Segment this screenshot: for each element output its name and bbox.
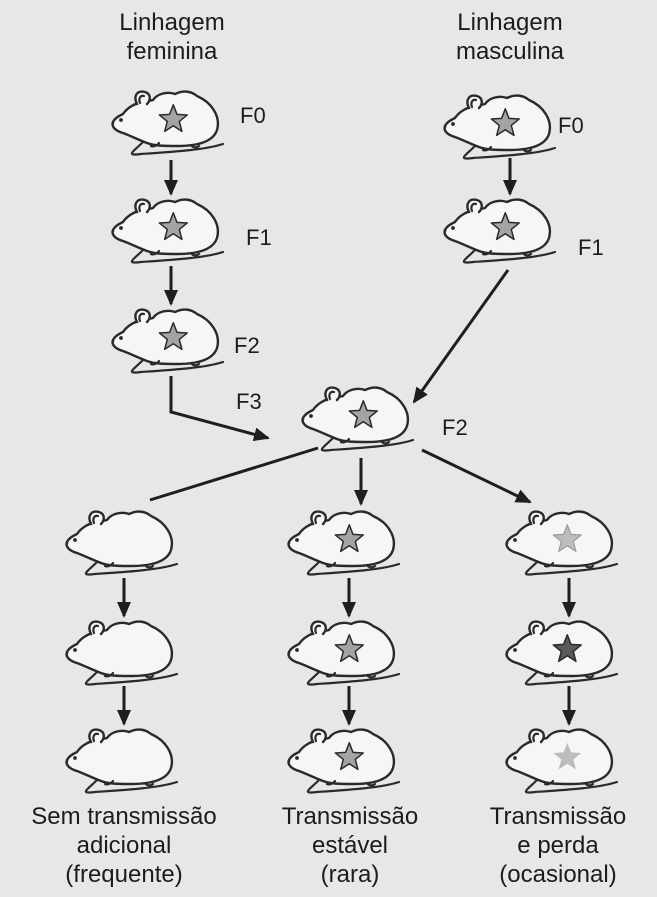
- star-icon: [158, 104, 189, 133]
- star-icon: [334, 634, 365, 663]
- mouse-loss-2: [504, 620, 619, 686]
- star-icon: [334, 524, 365, 553]
- outcome-stable-transmission: Transmissão estável (rara): [262, 802, 438, 889]
- mouse-stable-2: [286, 620, 401, 686]
- outcome-transmission-and-loss: Transmissão e perda (ocasional): [464, 802, 652, 889]
- female-f2-label: F2: [234, 333, 260, 358]
- male-lineage-line-1: Linhagem: [457, 9, 563, 36]
- mouse-no-transmission-2: [64, 620, 179, 686]
- star-icon: [552, 524, 582, 552]
- star-icon: [158, 322, 189, 351]
- outcome-loss-line-2: e perda: [517, 832, 599, 859]
- mouse-icon: [64, 728, 179, 794]
- mouse-loss-1: [504, 510, 619, 576]
- female-lineage-title: Linhagem feminina: [92, 8, 252, 66]
- mouse-male-f0: [442, 94, 557, 160]
- mouse-no-transmission-1: [64, 510, 179, 576]
- star-icon: [553, 742, 582, 770]
- line-offspring-no-transmission: [149, 446, 319, 502]
- female-f0-label: F0: [240, 103, 266, 128]
- female-lineage-line-1: Linhagem: [119, 9, 225, 36]
- arrow-offspring-loss: [421, 448, 532, 504]
- offspring-f2-label: F2: [442, 415, 468, 440]
- star-icon: [490, 212, 521, 241]
- outcome-no-transmission: Sem transmissão adicional (frequente): [6, 802, 242, 889]
- male-lineage-line-2: masculina: [455, 38, 565, 65]
- mouse-offspring-f2: [300, 386, 415, 452]
- mouse-female-f0: [110, 90, 225, 156]
- arrows-group: [117, 158, 576, 726]
- mouse-female-f2: [110, 308, 225, 374]
- mouse-loss-3: [504, 728, 619, 794]
- outcome-loss-line-3: (ocasional): [499, 861, 617, 888]
- male-f1-label: F1: [578, 235, 604, 260]
- mouse-no-transmission-3: [64, 728, 179, 794]
- star-icon: [490, 108, 521, 137]
- outcome-loss-line-1: Transmissão: [489, 803, 627, 830]
- outcome-stable-line-3: (rara): [320, 861, 380, 888]
- arrow-female-f2-offspring: [169, 376, 270, 442]
- arrow-male-f1-offspring: [412, 269, 510, 404]
- mouse-female-f1: [110, 198, 225, 264]
- female-f3-label: F3: [236, 389, 262, 414]
- mouse-stable-3: [286, 728, 401, 794]
- star-icon: [348, 400, 379, 429]
- male-lineage-title: Linhagem masculina: [430, 8, 590, 66]
- outcome-no-transmission-line-2: adicional: [76, 832, 172, 859]
- outcome-no-transmission-line-3: (frequente): [65, 861, 183, 888]
- mouse-male-f1: [442, 198, 557, 264]
- star-icon: [552, 634, 583, 663]
- mouse-stable-1: [286, 510, 401, 576]
- outcome-stable-line-2: estável: [311, 832, 389, 859]
- star-icon: [158, 212, 189, 241]
- mouse-icon: [64, 510, 179, 576]
- female-f1-label: F1: [246, 225, 272, 250]
- outcome-stable-line-1: Transmissão: [281, 803, 419, 830]
- mouse-icon: [64, 620, 179, 686]
- outcome-no-transmission-line-1: Sem transmissão: [31, 803, 217, 830]
- mice-group: [64, 90, 619, 794]
- star-icon: [334, 742, 365, 771]
- male-f0-label: F0: [558, 113, 584, 138]
- female-lineage-line-2: feminina: [126, 38, 218, 65]
